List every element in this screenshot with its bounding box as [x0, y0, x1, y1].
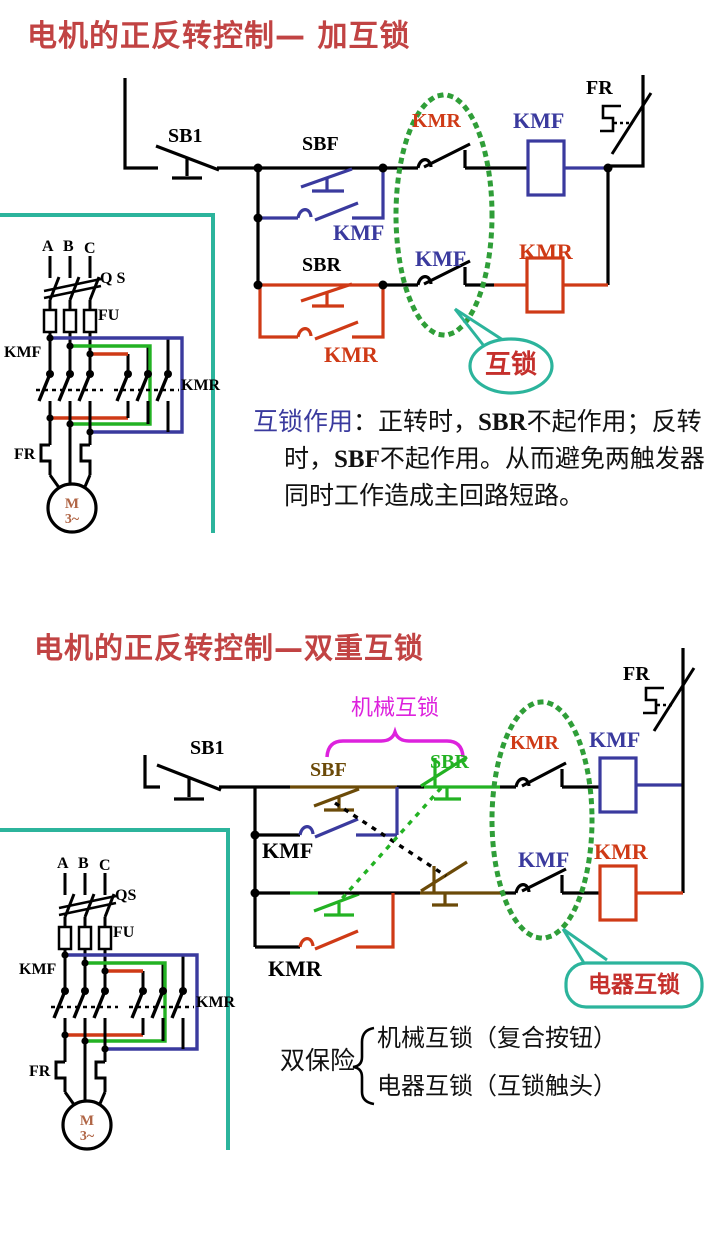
kmf-main-label-2: KMF: [19, 961, 57, 978]
fu-label-2: FU: [113, 924, 135, 941]
phase-c-label-2: C: [99, 857, 111, 874]
note-line3: 同时工作造成主回路短路。: [284, 481, 585, 510]
sb1-label-2: SB1: [190, 737, 225, 759]
kmr-latch-label: KMR: [324, 342, 378, 367]
summary-item-mechanical: 机械互锁（复合按钮）: [377, 1024, 617, 1052]
phase-b-label: B: [63, 238, 74, 255]
fr-main-label: FR: [14, 446, 36, 463]
motor-m-label: M: [64, 496, 80, 512]
kmf-interlock-label: KMF: [415, 246, 467, 271]
fu-label: FU: [98, 307, 120, 324]
kmf-main-label: KMF: [4, 344, 42, 361]
kmr-coil-label-2: KMR: [594, 839, 648, 864]
motor-3ph-label-2: 3~: [79, 1129, 95, 1144]
fr-label: FR: [586, 77, 613, 99]
motor-3ph-label: 3~: [64, 512, 80, 527]
sbr-label: SBR: [302, 254, 341, 276]
fr-main-label-2: FR: [29, 1063, 51, 1080]
interlock-callout: 互锁: [484, 350, 538, 380]
note-lead: 互锁作用: [253, 407, 354, 436]
double-insurance-label: 双保险: [280, 1046, 356, 1075]
sb1-label: SB1: [168, 125, 203, 147]
note-line2: 时，SBF不起作用。从而避免两触发器: [284, 444, 705, 473]
kmf-interlock-label-2: KMF: [518, 847, 570, 872]
phase-a-label: A: [42, 238, 54, 255]
phase-a-label-2: A: [57, 855, 69, 872]
sbr-label-2: SBR: [430, 751, 469, 773]
kmr-interlock-label: KMR: [412, 110, 461, 132]
slide1-title: 电机的正反转控制— 加互锁: [27, 19, 411, 54]
kmf-coil-label-2: KMF: [589, 727, 641, 752]
note-line1: 互锁作用：正转时，SBR不起作用；反转: [253, 407, 702, 436]
phase-b-label-2: B: [78, 855, 89, 872]
motor-m-label-2: M: [79, 1113, 95, 1129]
kmr-main-label-2: KMR: [196, 994, 236, 1011]
kmr-interlock-label-2: KMR: [510, 732, 559, 754]
kmf-latch-label-2: KMF: [262, 838, 314, 863]
kmf-latch-label: KMF: [333, 220, 385, 245]
kmf-coil-label: KMF: [513, 108, 565, 133]
slide2-title: 电机的正反转控制—双重互锁: [34, 631, 425, 665]
summary-item-electrical: 电器互锁（互锁触头）: [377, 1072, 617, 1100]
kmr-main-label: KMR: [181, 377, 221, 394]
electrical-interlock-callout: 电器互锁: [588, 972, 680, 998]
sbf-label: SBF: [302, 133, 339, 155]
fr-label-2: FR: [623, 663, 650, 685]
qs-label: Q S: [100, 270, 126, 287]
kmr-coil-label: KMR: [519, 239, 573, 264]
sbf-label-2: SBF: [310, 759, 347, 781]
qs-label-2: QS: [115, 887, 137, 904]
kmr-latch-label-2: KMR: [268, 956, 322, 981]
mechanical-interlock-label: 机械互锁: [350, 696, 440, 721]
phase-c-label: C: [84, 240, 96, 257]
